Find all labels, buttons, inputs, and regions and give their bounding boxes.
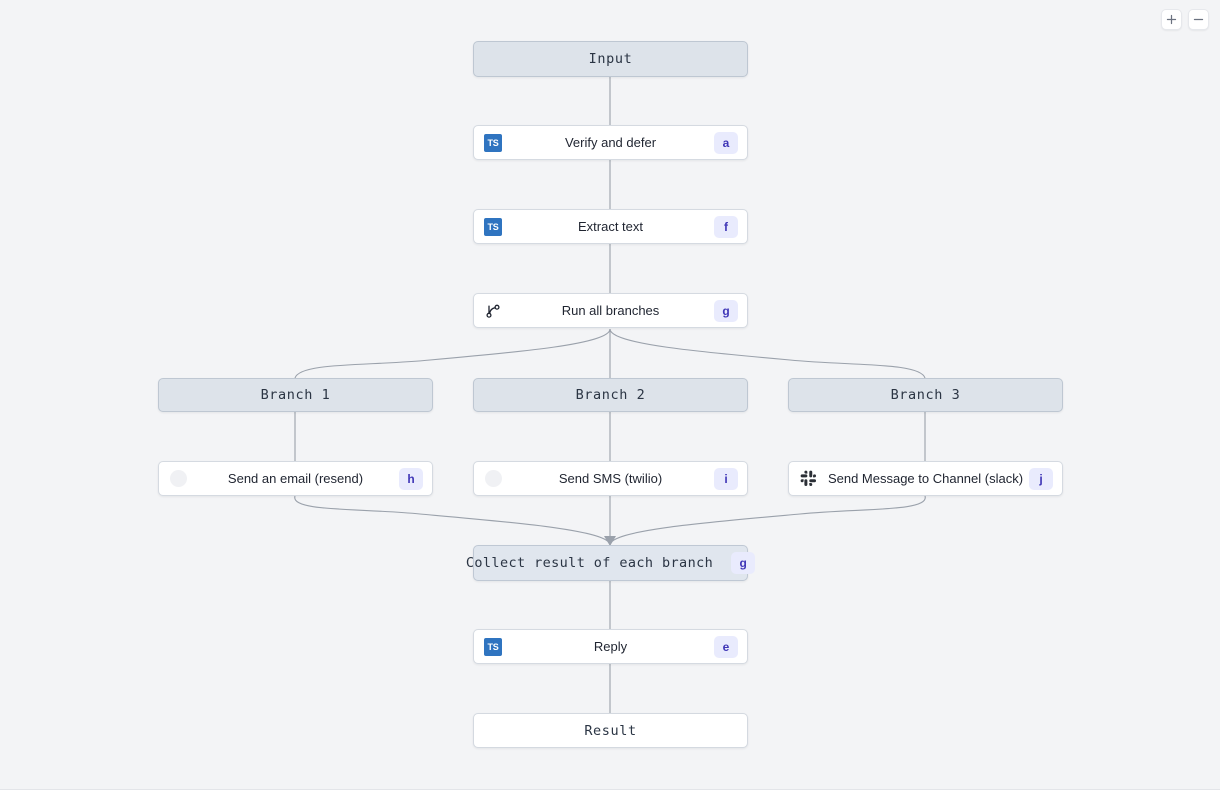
plus-icon: [1166, 14, 1177, 25]
node-run-all-branches[interactable]: Run all branches g: [473, 293, 748, 328]
node-send-sms-title: Send SMS (twilio): [558, 471, 663, 486]
node-branch-1-title: Branch 1: [260, 387, 331, 403]
node-send-message-to-channel[interactable]: Send Message to Channel (slack) j: [788, 461, 1063, 496]
node-reply[interactable]: TS Reply e: [473, 629, 748, 664]
node-run-all-branches-badge[interactable]: g: [714, 299, 738, 322]
node-branch-3-title: Branch 3: [890, 387, 961, 403]
minus-icon: [1193, 18, 1204, 21]
node-send-sms[interactable]: Send SMS (twilio) i: [473, 461, 748, 496]
twilio-icon: [483, 469, 503, 489]
node-input-title: Input: [588, 51, 633, 67]
edge-runall-branch3: [609, 328, 926, 379]
node-branch-2-title: Branch 2: [575, 387, 646, 403]
zoom-controls: [1161, 9, 1209, 30]
typescript-icon-label: TS: [484, 133, 502, 152]
node-reply-badge[interactable]: e: [714, 635, 738, 658]
node-collect-result[interactable]: Collect result of each branch g: [466, 545, 756, 581]
node-verify-and-defer-badge[interactable]: a: [714, 131, 738, 154]
node-extract-text[interactable]: TS Extract text f: [473, 209, 748, 244]
node-extract-text-title: Extract text: [577, 219, 644, 234]
typescript-icon: TS: [483, 133, 503, 153]
node-send-an-email[interactable]: Send an email (resend) h: [158, 461, 433, 496]
git-branch-icon: [483, 301, 503, 321]
zoom-in-button[interactable]: [1161, 9, 1182, 30]
node-send-sms-badge[interactable]: i: [714, 467, 738, 490]
node-send-message-to-channel-title: Send Message to Channel (slack): [827, 471, 1024, 486]
node-send-an-email-badge[interactable]: h: [399, 467, 423, 490]
slack-icon: [798, 469, 818, 489]
edge-runall-branch1: [294, 328, 611, 379]
node-reply-title: Reply: [593, 639, 628, 654]
typescript-icon: TS: [483, 637, 503, 657]
zoom-out-button[interactable]: [1188, 9, 1209, 30]
edge-slack-collect: [609, 495, 926, 546]
node-verify-and-defer-title: Verify and defer: [564, 135, 657, 150]
node-verify-and-defer[interactable]: TS Verify and defer a: [473, 125, 748, 160]
node-input[interactable]: Input: [473, 41, 748, 77]
git-branch-icon-svg: [486, 304, 500, 318]
typescript-icon-label: TS: [484, 637, 502, 656]
node-collect-result-badge[interactable]: g: [731, 552, 756, 574]
node-result-title: Result: [584, 722, 637, 739]
typescript-icon: TS: [483, 217, 503, 237]
node-branch-3[interactable]: Branch 3: [788, 378, 1063, 412]
node-send-message-to-channel-badge[interactable]: j: [1029, 467, 1053, 490]
icon-placeholder-circle: [169, 470, 187, 487]
slack-icon-svg: [800, 470, 816, 487]
typescript-icon-label: TS: [484, 217, 502, 236]
node-extract-text-badge[interactable]: f: [714, 215, 738, 238]
node-send-an-email-title: Send an email (resend): [227, 471, 364, 486]
node-branch-1[interactable]: Branch 1: [158, 378, 433, 412]
node-run-all-branches-title: Run all branches: [561, 303, 660, 318]
icon-placeholder-circle: [484, 470, 502, 487]
node-branch-2[interactable]: Branch 2: [473, 378, 748, 412]
node-collect-result-title: Collect result of each branch: [465, 555, 714, 571]
edge-email-collect: [294, 495, 611, 546]
node-result[interactable]: Result: [473, 713, 748, 748]
resend-icon: [168, 469, 188, 489]
